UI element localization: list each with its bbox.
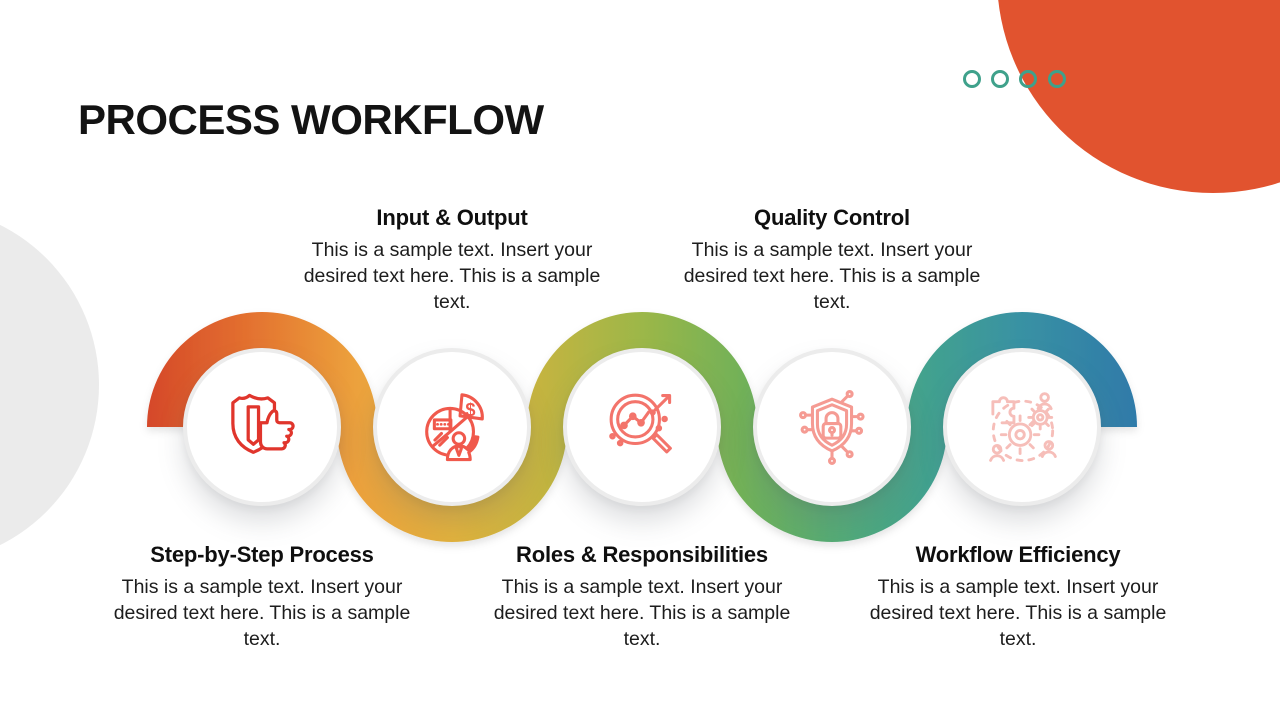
step-body: This is a sample text. Insert your desir… xyxy=(869,576,1167,650)
pie-chart-dollar-icon: $ xyxy=(425,393,484,462)
step-text-1: Step-by-Step Process This is a sample te… xyxy=(112,542,412,653)
shield-thumbs-up-icon xyxy=(231,393,295,454)
ring-icon xyxy=(1048,70,1066,88)
step-circle-3 xyxy=(563,348,721,506)
magnifier-analytics-icon xyxy=(609,393,672,454)
gray-circle-decoration xyxy=(0,224,99,546)
gears-people-icon xyxy=(989,392,1057,462)
ring-icon xyxy=(991,70,1009,88)
workflow-ribbon xyxy=(147,312,1137,542)
step-text-3: Roles & Responsibilities This is a sampl… xyxy=(492,542,792,653)
page-title: PROCESS WORKFLOW xyxy=(78,96,544,143)
step-title: Quality Control xyxy=(754,205,910,230)
step-circle-1 xyxy=(183,348,341,506)
step-circle-5 xyxy=(943,348,1101,506)
step-text-5: Workflow Efficiency This is a sample tex… xyxy=(868,542,1168,653)
step-text-2: Input & Output This is a sample text. In… xyxy=(302,205,602,316)
step-title: Workflow Efficiency xyxy=(915,542,1121,567)
step-body: This is a sample text. Insert your desir… xyxy=(303,239,601,313)
teal-rings-decoration xyxy=(963,70,1066,88)
orange-circle-decoration xyxy=(998,0,1280,193)
ring-icon xyxy=(1019,70,1037,88)
step-title: Roles & Responsibilities xyxy=(516,542,768,567)
step-text-4: Quality Control This is a sample text. I… xyxy=(682,205,982,316)
step-body: This is a sample text. Insert your desir… xyxy=(683,239,981,313)
svg-text:$: $ xyxy=(465,400,475,420)
step-body: This is a sample text. Insert your desir… xyxy=(113,576,411,650)
step-title: Step-by-Step Process xyxy=(150,542,374,567)
shield-lock-icon xyxy=(799,390,865,465)
step-circle-4 xyxy=(753,348,911,506)
step-title: Input & Output xyxy=(376,205,528,230)
step-body: This is a sample text. Insert your desir… xyxy=(493,576,791,650)
ring-icon xyxy=(963,70,981,88)
step-circle-2: $ xyxy=(373,348,531,506)
